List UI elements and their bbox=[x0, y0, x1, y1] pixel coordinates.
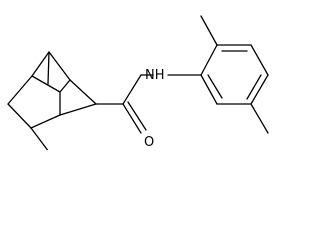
molecule-diagram: NH O bbox=[7, 15, 269, 150]
atom-label-nh: NH bbox=[145, 68, 165, 83]
bond bbox=[200, 15, 218, 46]
bond bbox=[207, 74, 223, 99]
bond bbox=[31, 75, 61, 93]
bond bbox=[47, 51, 50, 85]
bond bbox=[69, 79, 97, 105]
bond bbox=[59, 79, 71, 93]
bond bbox=[122, 74, 142, 105]
bond bbox=[250, 74, 269, 105]
bond bbox=[7, 103, 32, 129]
bond bbox=[7, 75, 33, 105]
bond bbox=[200, 74, 218, 105]
bond bbox=[30, 114, 61, 129]
bond bbox=[48, 51, 71, 81]
bond bbox=[30, 127, 49, 150]
bond bbox=[122, 103, 142, 134]
bond bbox=[250, 103, 269, 134]
bond bbox=[246, 74, 262, 100]
atom-label-o: O bbox=[144, 135, 154, 150]
bond bbox=[200, 44, 218, 76]
bond bbox=[127, 101, 147, 131]
bond bbox=[250, 44, 269, 76]
bond bbox=[31, 51, 50, 77]
bond bbox=[59, 103, 97, 116]
